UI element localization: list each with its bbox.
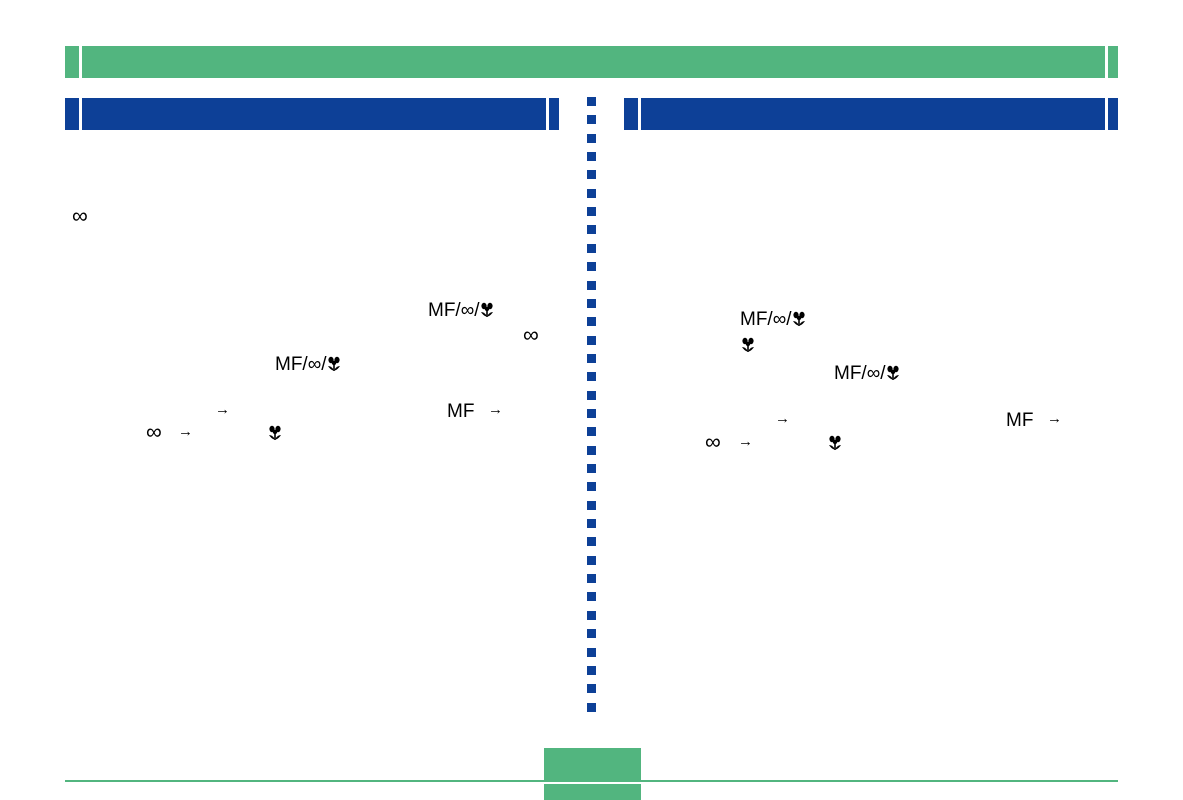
divider-dot <box>587 703 596 712</box>
mode-text: MF/∞/ <box>428 300 480 321</box>
divider-dot <box>587 666 596 675</box>
right-arrow-icon: → <box>215 401 230 418</box>
footer-rule-right <box>641 780 1118 782</box>
divider-dot <box>587 684 596 693</box>
infinity-icon: ∞ <box>72 203 88 228</box>
chapter-header-bar <box>65 46 1118 78</box>
divider-dot <box>587 372 596 381</box>
divider-dot <box>587 134 596 143</box>
page-number-tab <box>544 748 641 800</box>
divider-dot <box>587 97 596 106</box>
divider-dot <box>587 391 596 400</box>
divider-dot <box>587 648 596 657</box>
right-heading-notch-right <box>1105 98 1108 130</box>
divider-dot <box>587 281 596 290</box>
right-arrow-icon: → <box>178 423 193 440</box>
divider-dot <box>587 629 596 638</box>
divider-dot <box>587 170 596 179</box>
divider-dot <box>587 611 596 620</box>
macro-flower-icon <box>829 435 841 450</box>
infinity-icon: ∞ <box>523 322 539 347</box>
footer-rule-left <box>65 780 544 782</box>
divider-dot <box>587 354 596 363</box>
divider-dot <box>587 262 596 271</box>
mf-label: MF <box>447 401 475 422</box>
divider-dot <box>587 501 596 510</box>
infinity-icon: ∞ <box>705 429 721 454</box>
page-tab-stripe <box>544 782 641 784</box>
divider-dot <box>587 464 596 473</box>
divider-dot <box>587 299 596 308</box>
right-arrow-icon: → <box>775 410 790 427</box>
divider-dot <box>587 446 596 455</box>
mode-text: MF/∞/ <box>275 354 327 375</box>
divider-dot <box>587 152 596 161</box>
mode-text: MF/∞/ <box>834 363 886 384</box>
divider-dot <box>587 556 596 565</box>
divider-dot <box>587 592 596 601</box>
divider-dot <box>587 537 596 546</box>
mode-indicator: MF/∞/ <box>275 354 341 376</box>
divider-dot <box>587 519 596 528</box>
divider-dot <box>587 207 596 216</box>
left-section-heading-bar <box>65 98 559 130</box>
left-heading-notch-right <box>546 98 549 130</box>
right-arrow-icon: → <box>1047 410 1062 427</box>
divider-dot <box>587 317 596 326</box>
mode-indicator: MF/∞/ <box>834 363 900 385</box>
mode-text: MF/∞/ <box>740 309 792 330</box>
macro-flower-icon <box>327 356 340 371</box>
divider-dot <box>587 115 596 124</box>
divider-dot <box>587 574 596 583</box>
mode-indicator: MF/∞/ <box>740 309 806 331</box>
divider-dot <box>587 189 596 198</box>
mf-label: MF <box>1006 410 1034 431</box>
divider-dot <box>587 409 596 418</box>
macro-flower-icon <box>886 365 899 380</box>
header-notch-right <box>1105 46 1108 78</box>
right-heading-notch-left <box>638 98 641 130</box>
infinity-icon: ∞ <box>146 419 162 444</box>
mode-indicator: MF/∞/ <box>428 300 494 322</box>
divider-dot <box>587 244 596 253</box>
macro-flower-icon <box>480 302 493 317</box>
right-arrow-icon: → <box>488 401 503 418</box>
divider-dot <box>587 225 596 234</box>
right-section-heading-bar <box>624 98 1118 130</box>
right-arrow-icon: → <box>738 433 753 450</box>
macro-flower-icon <box>792 311 805 326</box>
divider-dot <box>587 427 596 436</box>
macro-flower-icon <box>269 425 281 440</box>
left-heading-notch-left <box>79 98 82 130</box>
divider-dot <box>587 336 596 345</box>
divider-dot <box>587 482 596 491</box>
macro-flower-icon <box>742 337 754 352</box>
header-notch-left <box>79 46 82 78</box>
